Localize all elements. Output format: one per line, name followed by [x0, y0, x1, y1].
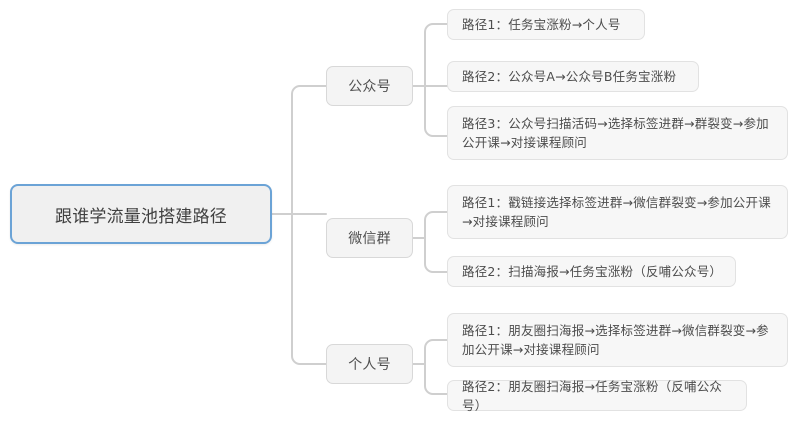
- leaf-node-gongzhonghao-2[interactable]: 路径2：公众号A→公众号B任务宝涨粉: [447, 61, 699, 92]
- connector-weixinqun-leaf2: [424, 237, 448, 273]
- connector-gerenhao-leaf1: [424, 339, 448, 365]
- leaf-node-weixinqun-1-label: 路径1：戳链接选择标签进群→微信群裂变→参加公开课 →对接课程顾问: [462, 195, 771, 229]
- connector-gongzhonghao-leaf1: [424, 23, 448, 87]
- leaf-node-gerenhao-2[interactable]: 路径2：朋友圈扫海报→任务宝涨粉（反哺公众号）: [447, 379, 747, 413]
- connector-root-to-gongzhonghao: [291, 85, 327, 215]
- leaf-node-gerenhao-2-label: 路径2：朋友圈扫海报→任务宝涨粉（反哺公众号）: [462, 378, 723, 413]
- leaf-node-gongzhonghao-1[interactable]: 路径1：任务宝涨粉→个人号: [447, 9, 645, 40]
- leaf-node-weixinqun-2[interactable]: 路径2：扫描海报→任务宝涨粉（反哺公众号）: [447, 256, 736, 287]
- branch-node-gerenhao-label: 个人号: [348, 357, 391, 373]
- branch-node-weixinqun[interactable]: 微信群: [326, 218, 413, 258]
- connector-weixinqun-leaf1: [424, 211, 448, 239]
- branch-node-gongzhonghao[interactable]: 公众号: [326, 66, 413, 106]
- leaf-node-weixinqun-1[interactable]: 路径1：戳链接选择标签进群→微信群裂变→参加公开课 →对接课程顾问: [447, 185, 788, 239]
- leaf-node-gerenhao-1-label: 路径1：朋友圈扫海报→选择标签进群→微信群裂变→参 加公开课→对接课程顾问: [462, 323, 769, 357]
- leaf-node-gerenhao-1[interactable]: 路径1：朋友圈扫海报→选择标签进群→微信群裂变→参 加公开课→对接课程顾问: [447, 313, 788, 367]
- connector-gerenhao-leaf2: [424, 363, 448, 395]
- leaf-node-gongzhonghao-3-label: 路径3：公众号扫描活码→选择标签进群→群裂变→参加 公开课→对接课程顾问: [462, 116, 769, 150]
- leaf-node-weixinqun-2-label: 路径2：扫描海报→任务宝涨粉（反哺公众号）: [462, 264, 723, 279]
- connector-gongzhonghao-leaf3: [424, 85, 448, 137]
- branch-node-gongzhonghao-label: 公众号: [348, 79, 391, 95]
- connector-root-to-gerenhao: [291, 213, 327, 365]
- leaf-node-gongzhonghao-3[interactable]: 路径3：公众号扫描活码→选择标签进群→群裂变→参加 公开课→对接课程顾问: [447, 106, 788, 160]
- root-node[interactable]: 跟谁学流量池搭建路径: [10, 184, 272, 244]
- branch-node-weixinqun-label: 微信群: [348, 231, 391, 247]
- leaf-node-gongzhonghao-2-label: 路径2：公众号A→公众号B任务宝涨粉: [462, 69, 677, 84]
- branch-node-gerenhao[interactable]: 个人号: [326, 344, 413, 384]
- root-node-label: 跟谁学流量池搭建路径: [55, 206, 227, 227]
- leaf-node-gongzhonghao-1-label: 路径1：任务宝涨粉→个人号: [462, 17, 621, 32]
